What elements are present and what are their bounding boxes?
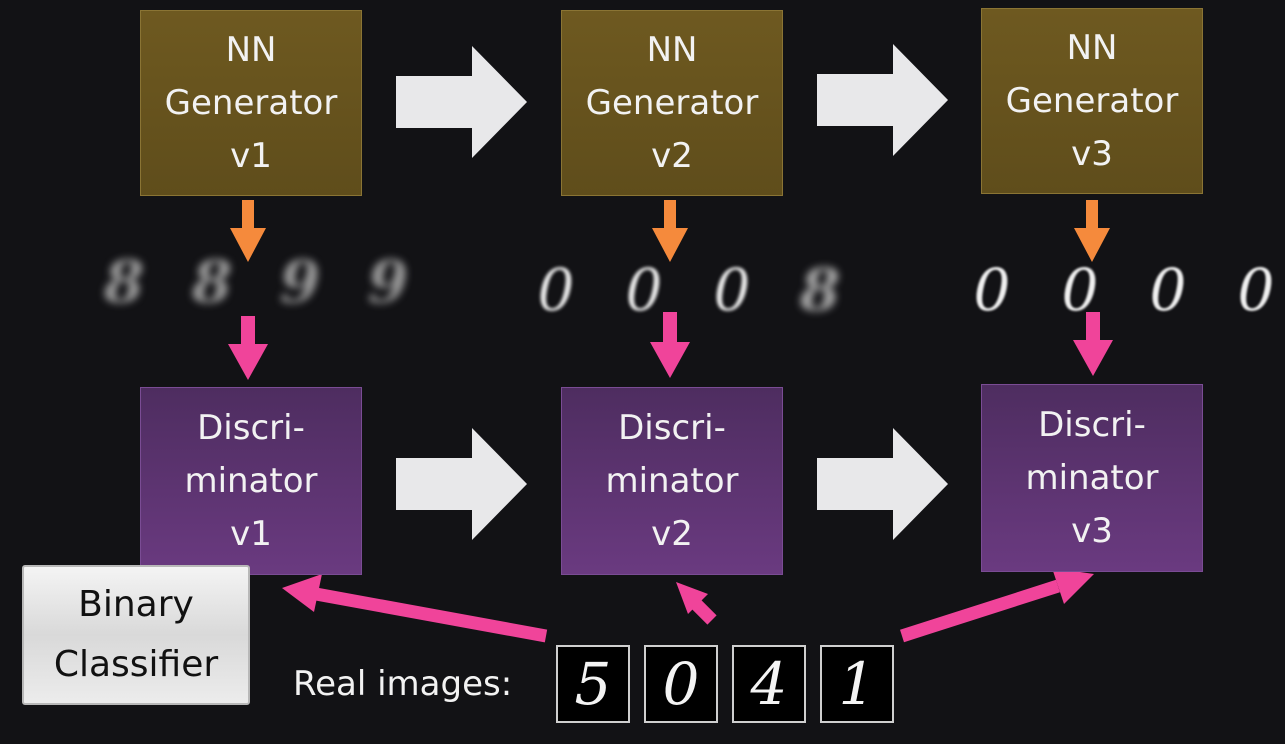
discriminator-v2-box: Discri- minator v2: [561, 387, 783, 575]
pink-arrow-real-to-d1: [314, 587, 548, 643]
binary-classifier-label: Binary Classifier: [22, 565, 250, 705]
real-image-digit: 4: [732, 645, 806, 723]
discriminator-v1-line-1: Discri-: [197, 407, 305, 448]
discriminator-v3-box: Discri- minator v3: [981, 384, 1203, 572]
generator-v2-box: NN Generator v2: [561, 10, 783, 196]
discriminator-v2-line-2: minator: [605, 460, 739, 501]
generator-v1-line-1: NN: [225, 29, 277, 70]
generated-digit: 0: [1237, 256, 1275, 324]
discriminator-v1-line-2: minator: [184, 460, 318, 501]
orange-arrow-1: [230, 200, 266, 262]
generated-digit: 0: [973, 256, 1011, 324]
generated-samples-v3: 0 0 0 0: [958, 256, 1285, 324]
pink-arrow-real-to-d3: [900, 579, 1060, 643]
generator-v2-line-3: v2: [651, 135, 693, 176]
generator-v3-box: NN Generator v3: [981, 8, 1203, 194]
big-arrow-gen-2-3: [817, 44, 948, 156]
generated-digit: 8: [103, 248, 145, 316]
big-arrow-disc-2-3: [817, 428, 948, 540]
generated-digit: 0: [1149, 256, 1187, 324]
classifier-line-2: Classifier: [53, 644, 219, 685]
orange-arrow-2: [652, 200, 688, 262]
big-arrow-gen-1-2: [396, 46, 527, 158]
generated-digit: 0: [713, 256, 751, 324]
big-arrow-disc-1-2: [396, 428, 527, 540]
generated-digit: 0: [537, 256, 575, 324]
pink-arrow-down-3: [1073, 312, 1113, 376]
generated-samples-v2: 0 0 0 8: [522, 256, 854, 324]
generator-v2-line-2: Generator: [585, 82, 759, 123]
discriminator-v2-line-1: Discri-: [618, 407, 726, 448]
real-images-label: Real images:: [293, 664, 513, 704]
generator-v1-line-3: v1: [230, 135, 272, 176]
generator-v1-box: NN Generator v1: [140, 10, 362, 196]
real-image-digit: 1: [820, 645, 894, 723]
generator-v3-line-1: NN: [1066, 27, 1118, 68]
generated-digit: 8: [799, 256, 841, 324]
generated-digit: 0: [625, 256, 663, 324]
generator-v3-line-3: v3: [1071, 133, 1113, 174]
pink-arrow-down-2: [650, 312, 690, 378]
discriminator-v3-line-3: v3: [1071, 510, 1113, 551]
generator-v1-line-2: Generator: [164, 82, 338, 123]
generator-v2-line-1: NN: [646, 29, 698, 70]
generated-samples-v1: 8 8 9 9: [90, 248, 422, 316]
classifier-line-1: Binary: [78, 584, 194, 625]
orange-arrow-3: [1074, 200, 1110, 262]
real-images-row: 5 0 4 1: [556, 645, 894, 723]
discriminator-v3-line-2: minator: [1025, 457, 1159, 498]
discriminator-v1-box: Discri- minator v1: [140, 387, 362, 575]
generated-digit: 9: [367, 248, 409, 316]
generator-v3-line-2: Generator: [1005, 80, 1179, 121]
real-image-digit: 0: [644, 645, 718, 723]
real-image-digit: 5: [556, 645, 630, 723]
generated-digit: 8: [191, 248, 233, 316]
generated-digit: 9: [279, 248, 321, 316]
generated-digit: 0: [1061, 256, 1099, 324]
discriminator-v1-line-3: v1: [230, 513, 272, 554]
discriminator-v3-line-1: Discri-: [1038, 404, 1146, 445]
pink-arrow-down-1: [228, 316, 268, 380]
discriminator-v2-line-3: v2: [651, 513, 693, 554]
